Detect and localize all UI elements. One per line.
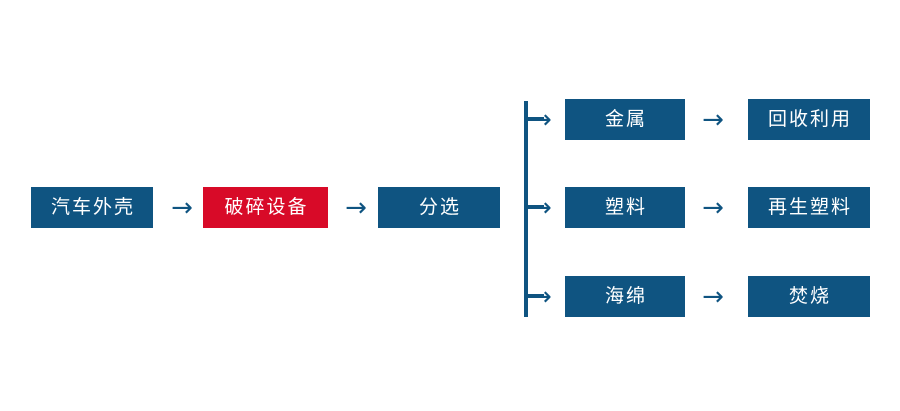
arrow-right-icon-branch-plastic: → (530, 193, 552, 223)
arrow-right-icon-source-to-crusher: → (171, 193, 193, 223)
arrow-right-icon-branch-sponge: → (530, 282, 552, 312)
node-plastic[interactable]: 塑料 (565, 187, 685, 228)
arrow-right-icon-sponge-to-incineration: → (702, 282, 724, 312)
branch-stub-plastic (524, 205, 544, 209)
branch-stub-metal (524, 117, 544, 121)
arrow-right-icon-plastic-to-regenerated: → (702, 193, 724, 223)
node-metal-recycle-reuse[interactable]: 回收利用 (748, 99, 870, 140)
node-sponge[interactable]: 海绵 (565, 276, 685, 317)
node-sorting[interactable]: 分选 (378, 187, 500, 228)
node-crusher-equipment[interactable]: 破碎设备 (203, 187, 328, 228)
node-incineration[interactable]: 焚烧 (748, 276, 870, 317)
node-regenerated-plastic[interactable]: 再生塑料 (748, 187, 870, 228)
arrow-right-icon-branch-metal: → (530, 105, 552, 135)
node-source-car-shell[interactable]: 汽车外壳 (31, 187, 153, 228)
arrow-right-icon-metal-to-recycle: → (702, 105, 724, 135)
node-metal[interactable]: 金属 (565, 99, 685, 140)
arrow-right-icon-crusher-to-sorting: → (345, 193, 367, 223)
branch-stub-sponge (524, 294, 544, 298)
branch-bus-vertical-line (524, 101, 528, 317)
